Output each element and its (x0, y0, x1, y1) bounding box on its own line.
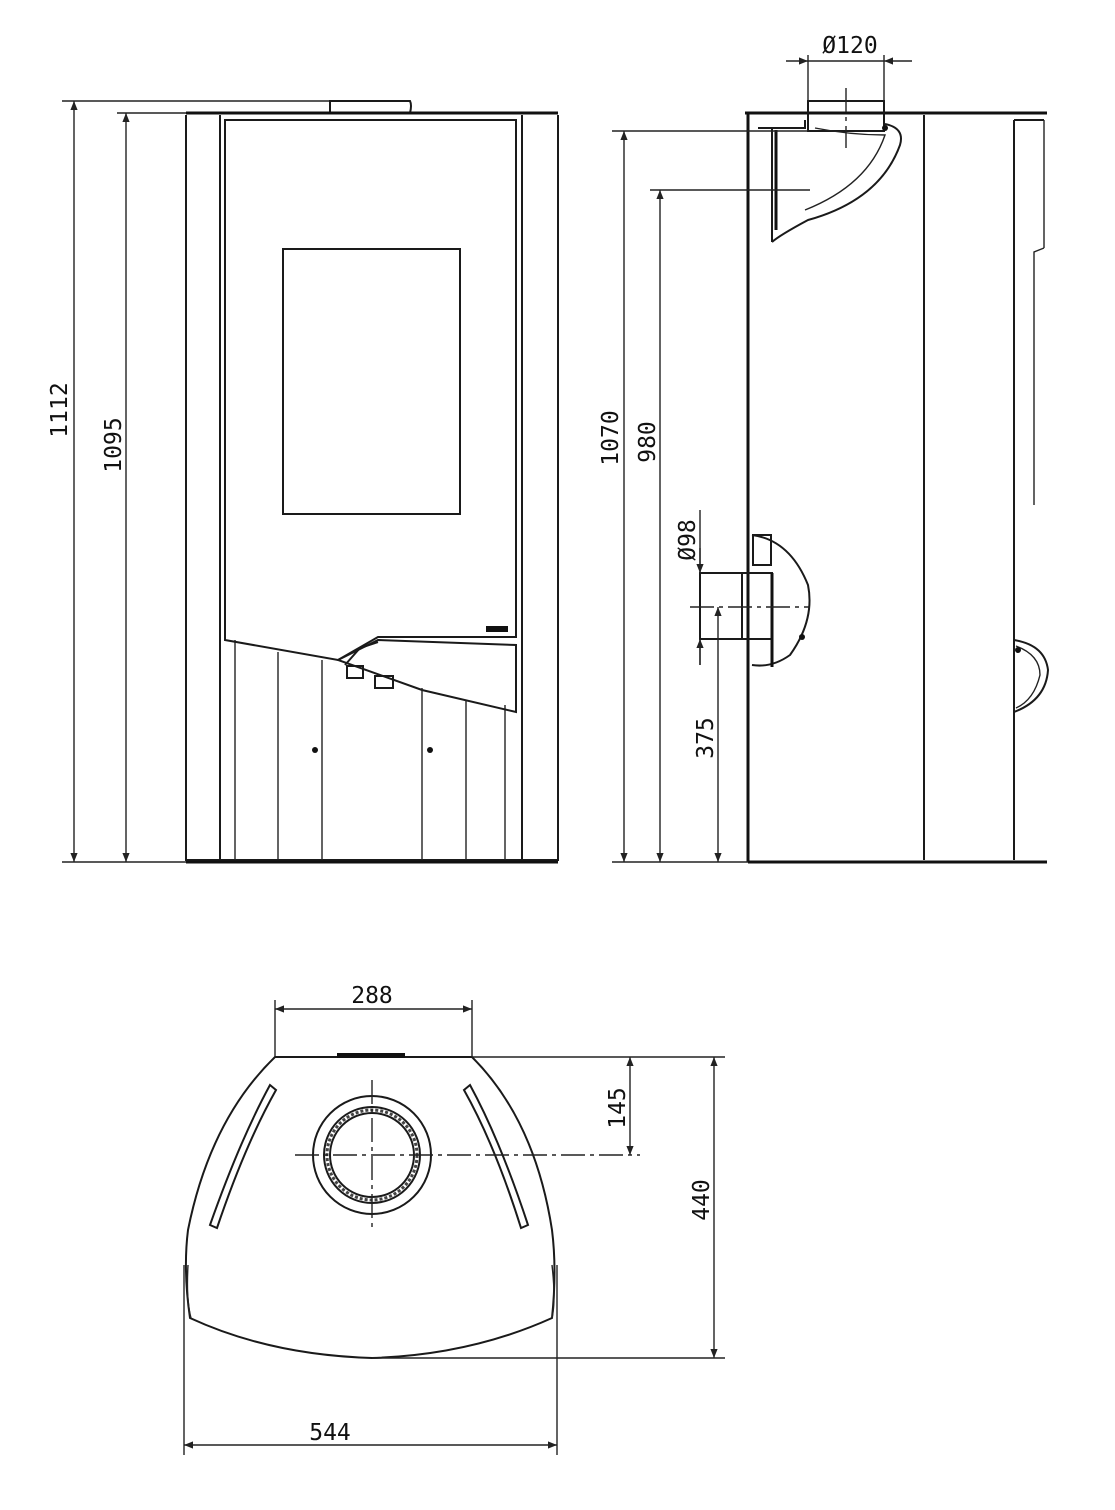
dim-front-width: 288 (351, 983, 393, 1009)
dim-flue-offset: 145 (605, 1087, 631, 1129)
dim-width: 544 (309, 1420, 351, 1446)
top-view: 288 145 440 544 (183, 983, 725, 1455)
side-view: Ø120 1070 980 Ø98 375 (598, 33, 1050, 864)
dim-total-height: 1112 (47, 382, 73, 437)
dim-body-height: 1095 (101, 417, 127, 472)
dim-height-1070: 1070 (598, 410, 624, 465)
dim-height-375: 375 (693, 717, 719, 759)
front-view: 1112 1095 (47, 100, 559, 864)
dim-flue-diameter: Ø120 (822, 33, 877, 59)
dim-depth: 440 (689, 1179, 715, 1221)
dim-rear-outlet-diameter: Ø98 (675, 519, 701, 561)
dim-height-980: 980 (635, 421, 661, 463)
